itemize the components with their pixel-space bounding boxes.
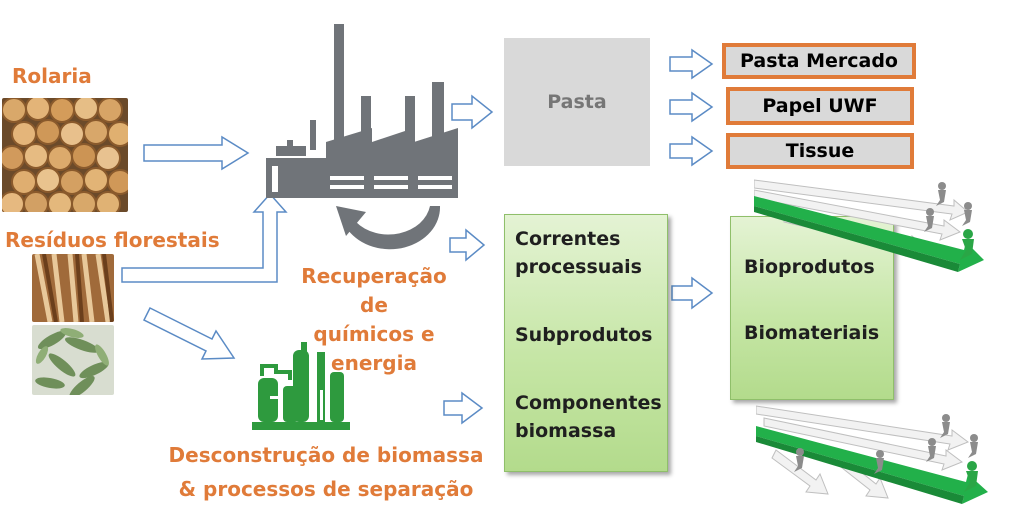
bioproducts-text: Bioprodutos [744, 256, 875, 278]
factory-icon [266, 24, 458, 198]
bark-photo [32, 254, 114, 322]
components-text: Componentes biomassa [515, 389, 662, 445]
biorefinery-icon [252, 342, 350, 430]
forest-residues-label: Resíduos florestais [5, 228, 220, 252]
arrow-factory-to-pulp [451, 94, 494, 130]
arrow-to-tissue [669, 135, 714, 167]
recovery-label: Recuperação de químicos e energia [294, 262, 454, 378]
leaves-photo [32, 325, 114, 395]
deconstruction-line-2: & processos de separação [178, 477, 474, 501]
arrow-residues-to-biorefinery [142, 306, 236, 360]
biomaterials-text: Biomateriais [744, 322, 880, 344]
recovery-line-3: energia [331, 351, 417, 375]
product-market-pulp: Pasta Mercado [722, 43, 916, 79]
streams-line-2: processuais [515, 256, 642, 278]
arrow-streams-to-bioproducts [671, 276, 714, 310]
runners-image [754, 179, 984, 272]
arrow-residues-to-factory [121, 192, 288, 283]
arrow-factory-to-streams [449, 228, 486, 262]
recycle-arrow-icon [336, 206, 441, 250]
streams-line-1: Correntes [515, 228, 621, 250]
bioproducts-box: Bioprodutos Biomateriais [730, 216, 894, 400]
roundwood-photo [2, 98, 128, 212]
components-line-2: biomassa [515, 420, 617, 442]
product-uwf-paper: Papel UWF [726, 87, 914, 125]
arrow-biorefinery-to-components [443, 391, 484, 425]
streams-text: Correntes processuais [515, 225, 642, 281]
roundwood-label: Rolaria [12, 64, 92, 88]
pulp-box: Pasta [504, 38, 650, 166]
components-line-1: Componentes [515, 392, 662, 414]
recovery-line-2: químicos e [313, 322, 435, 346]
runners-image-2 [756, 405, 988, 504]
deconstruction-line-1: Desconstrução de biomassa [168, 443, 484, 467]
arrow-roundwood-to-factory [143, 135, 250, 171]
product-tissue: Tissue [726, 133, 914, 169]
arrow-to-market-pulp [669, 48, 714, 80]
deconstruction-label: Desconstrução de biomassa & processos de… [166, 438, 486, 506]
recovery-line-1: Recuperação de [301, 264, 447, 317]
arrow-to-uwf-paper [669, 91, 714, 123]
process-streams-box: Correntes processuais Subprodutos Compon… [504, 214, 668, 472]
byproducts-text: Subprodutos [515, 324, 653, 346]
